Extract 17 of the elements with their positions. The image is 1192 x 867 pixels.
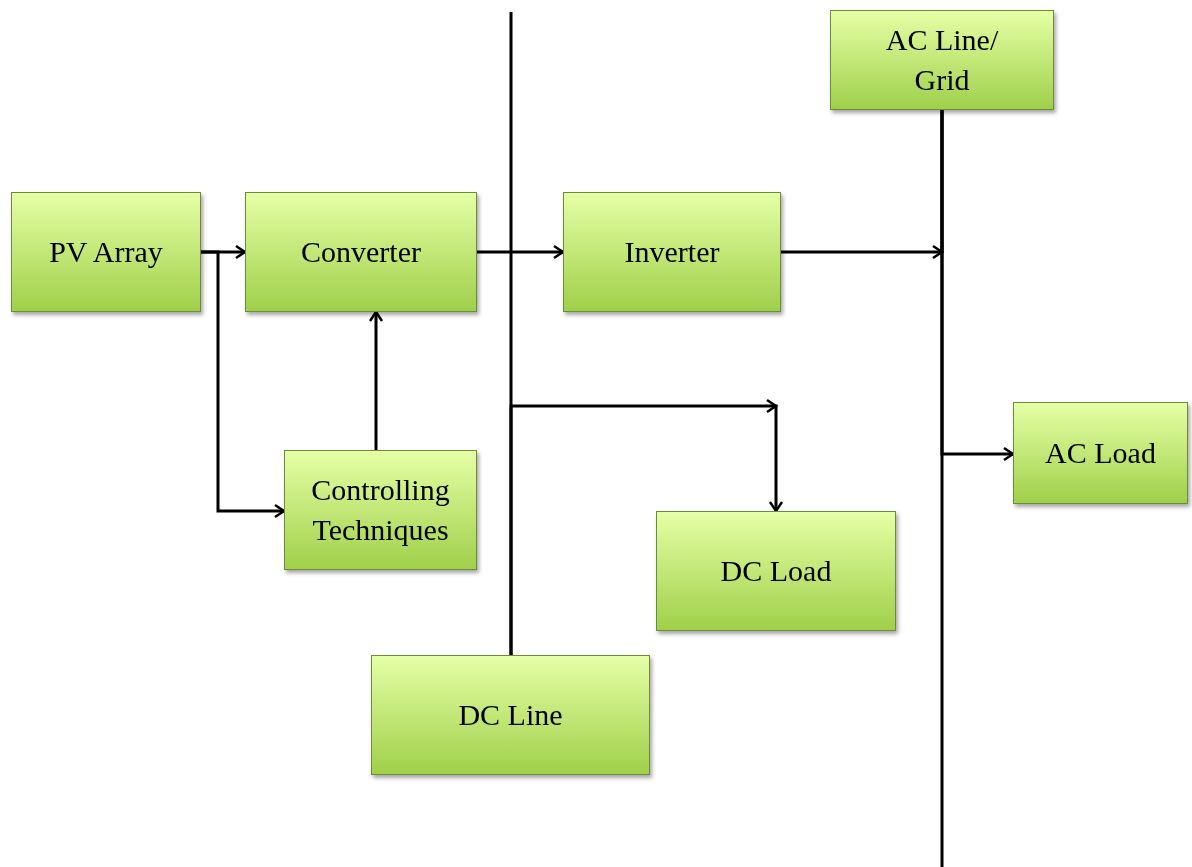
node-label: AC Line/ Grid bbox=[884, 22, 1000, 98]
node-label: PV Array bbox=[49, 234, 163, 270]
node-label: AC Load bbox=[1045, 435, 1156, 471]
node-label: Converter bbox=[301, 234, 421, 270]
node-label: Inverter bbox=[624, 234, 720, 270]
process-box bbox=[11, 192, 201, 312]
node-label: DC Line bbox=[458, 697, 563, 733]
process-box bbox=[1013, 402, 1188, 504]
process-box bbox=[563, 192, 781, 312]
arrow bbox=[509, 398, 784, 655]
process-box bbox=[830, 10, 1054, 110]
node-label: DC Load bbox=[720, 553, 832, 589]
process-box bbox=[284, 450, 477, 570]
process-box bbox=[245, 192, 477, 312]
node-label: Controlling Techniques bbox=[310, 472, 451, 548]
process-box bbox=[656, 511, 896, 631]
process-box bbox=[371, 655, 650, 775]
